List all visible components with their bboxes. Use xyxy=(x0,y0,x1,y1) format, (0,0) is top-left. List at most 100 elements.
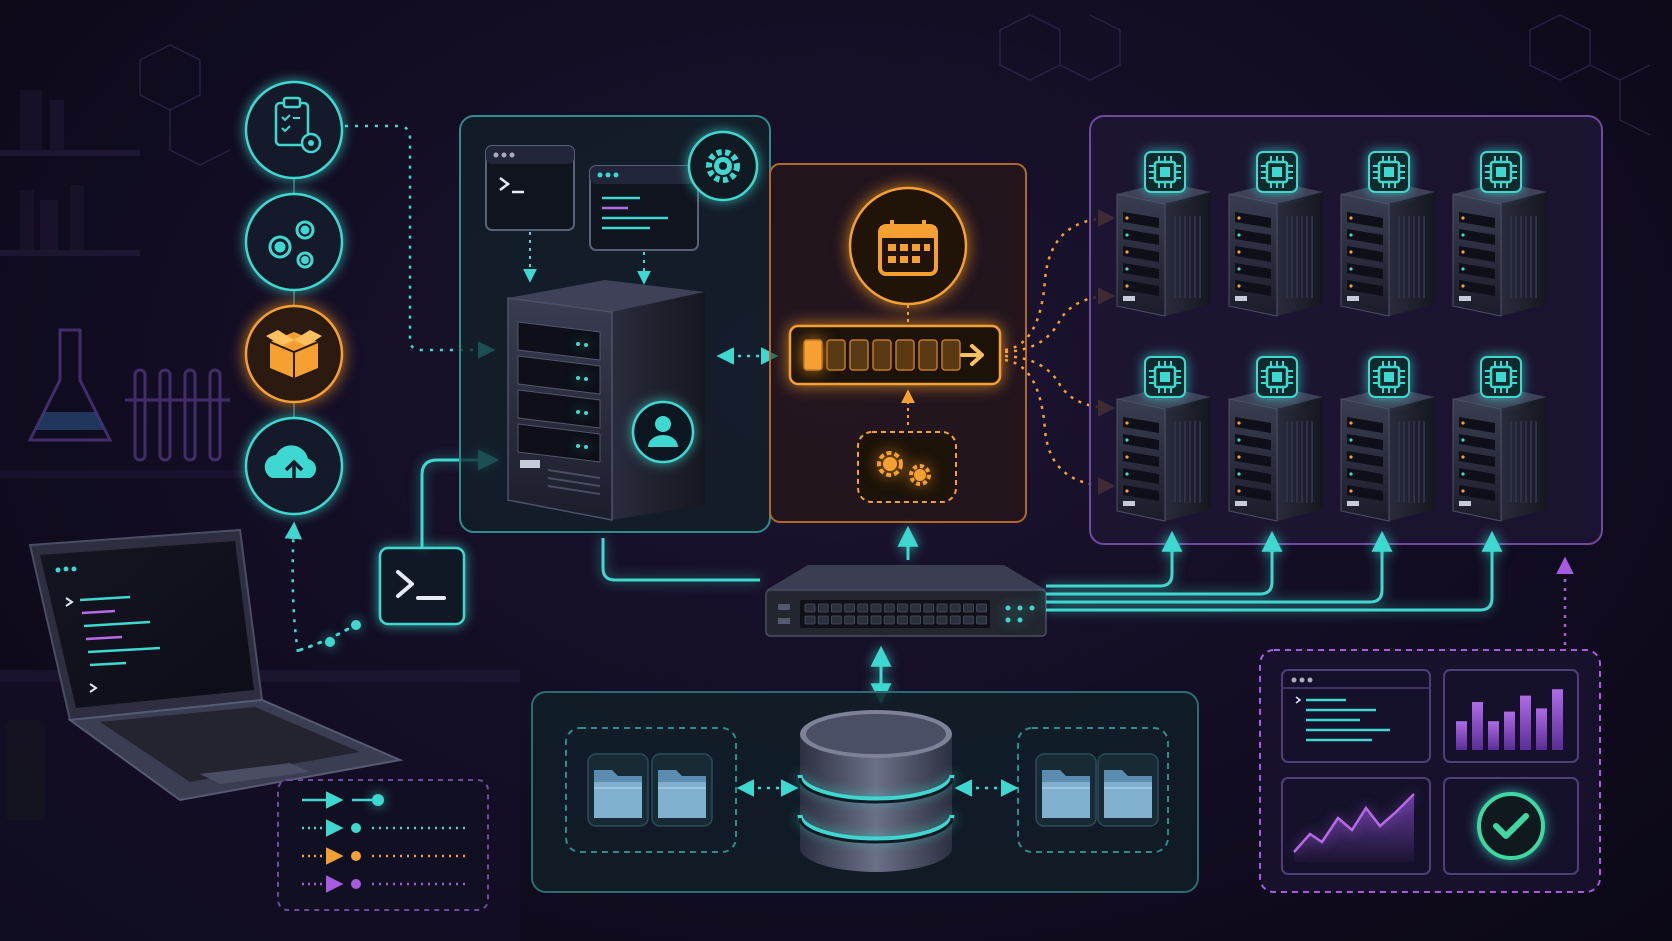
chip-icon xyxy=(1256,356,1298,398)
terminal-to-headnode-link xyxy=(420,449,500,548)
switch-port xyxy=(831,615,842,625)
compute-node[interactable] xyxy=(1228,151,1323,317)
switch-port xyxy=(949,615,961,625)
legend-solid-cyan xyxy=(302,791,384,809)
settings-button[interactable] xyxy=(687,130,759,202)
package-icon xyxy=(266,330,322,378)
monitor-bars xyxy=(1456,689,1563,750)
folder-icon[interactable] xyxy=(1035,753,1097,827)
chip-icon xyxy=(1256,151,1298,193)
queue-slot xyxy=(895,339,915,371)
monitor-bar xyxy=(1488,721,1499,750)
monitor-bar xyxy=(1520,695,1531,750)
gears-icon xyxy=(877,451,931,486)
compute-nodes xyxy=(1116,151,1547,522)
switch-port xyxy=(870,615,882,625)
switch-port xyxy=(831,603,842,613)
workflow-step-plan[interactable] xyxy=(244,80,344,180)
folder-icon[interactable] xyxy=(587,753,649,827)
switch-port xyxy=(844,603,855,613)
chip-icon xyxy=(1368,151,1410,193)
workflow-step-upload[interactable] xyxy=(244,416,344,516)
monitor-bar xyxy=(1504,711,1515,750)
monitor-bar xyxy=(1552,689,1563,750)
switch-port xyxy=(963,603,974,613)
log-console[interactable] xyxy=(1281,669,1431,763)
switch-port xyxy=(804,615,816,625)
switch-port xyxy=(976,603,987,613)
laptop[interactable] xyxy=(28,528,404,802)
switch-port xyxy=(804,603,816,613)
monitor-bar xyxy=(1472,702,1483,750)
hex-network-decoration xyxy=(139,14,1651,166)
usage-bar-chart[interactable] xyxy=(1443,669,1579,763)
database-cylinder[interactable] xyxy=(797,710,955,872)
folder-layer xyxy=(587,753,1159,827)
job-queue[interactable] xyxy=(788,324,1002,386)
switch-port xyxy=(817,615,829,625)
queue-to-cluster-links xyxy=(1004,209,1116,495)
chip-icon xyxy=(1144,151,1186,193)
monitor-bar xyxy=(1456,721,1467,750)
legend-panel xyxy=(277,779,489,911)
legend-dotted-cyan xyxy=(302,819,468,837)
chip-icon xyxy=(1480,356,1522,398)
queue-slot xyxy=(941,339,961,371)
scheduler-calendar[interactable] xyxy=(848,186,968,306)
queue-slot xyxy=(826,339,846,371)
head-node-server[interactable] xyxy=(507,280,705,521)
folder-icon[interactable] xyxy=(1097,753,1159,827)
terminal-icon xyxy=(396,570,446,600)
switch-port xyxy=(817,603,829,613)
terminal-window[interactable] xyxy=(485,145,575,231)
switch-port xyxy=(857,603,869,613)
folder-icon[interactable] xyxy=(651,753,713,827)
compute-node[interactable] xyxy=(1228,356,1323,522)
status-success[interactable] xyxy=(1443,777,1579,875)
switch-port xyxy=(936,603,948,613)
switch-ports xyxy=(804,603,987,625)
switch-port xyxy=(883,603,895,613)
queue-slot-active xyxy=(803,339,823,371)
compute-node[interactable] xyxy=(1452,151,1547,317)
compute-node[interactable] xyxy=(1340,356,1435,522)
compute-node[interactable] xyxy=(1116,356,1211,522)
queue-processor[interactable] xyxy=(857,431,957,503)
calendar-icon xyxy=(878,220,938,276)
compute-node[interactable] xyxy=(1340,151,1435,317)
workflow-step-package[interactable] xyxy=(244,304,344,404)
legend-dotted-purple xyxy=(302,875,468,893)
workflow-step-configure[interactable] xyxy=(244,192,344,292)
chip-icon xyxy=(1368,356,1410,398)
chip-icon xyxy=(1144,356,1186,398)
switch-port xyxy=(976,615,987,625)
check-icon xyxy=(1477,792,1545,860)
compute-node[interactable] xyxy=(1116,151,1211,317)
storage-folders-left[interactable] xyxy=(565,727,737,853)
legend-dotted-orange xyxy=(302,847,468,865)
trend-area-chart[interactable] xyxy=(1281,777,1431,875)
switch-port xyxy=(883,615,895,625)
queue-slot xyxy=(872,339,892,371)
queue-slot xyxy=(849,339,869,371)
switch-port xyxy=(897,615,908,625)
switch-port xyxy=(844,615,855,625)
switch-port xyxy=(923,603,935,613)
terminal-box[interactable] xyxy=(378,546,466,626)
user-badge xyxy=(631,400,695,464)
editor-window[interactable] xyxy=(589,165,699,251)
switch-port xyxy=(910,603,921,613)
queue-slot xyxy=(918,339,938,371)
queue-arrow-icon xyxy=(960,344,984,366)
laptop-code-lines xyxy=(55,566,161,693)
user-icon xyxy=(648,416,678,447)
terminal-icon xyxy=(499,177,511,191)
compute-node[interactable] xyxy=(1452,356,1547,522)
clipboard-gear-icon xyxy=(274,96,322,154)
queue-slots xyxy=(803,339,961,371)
switch-port xyxy=(897,603,908,613)
network-switch[interactable] xyxy=(765,565,1047,637)
gear-icon xyxy=(706,149,740,183)
switch-port xyxy=(936,615,948,625)
